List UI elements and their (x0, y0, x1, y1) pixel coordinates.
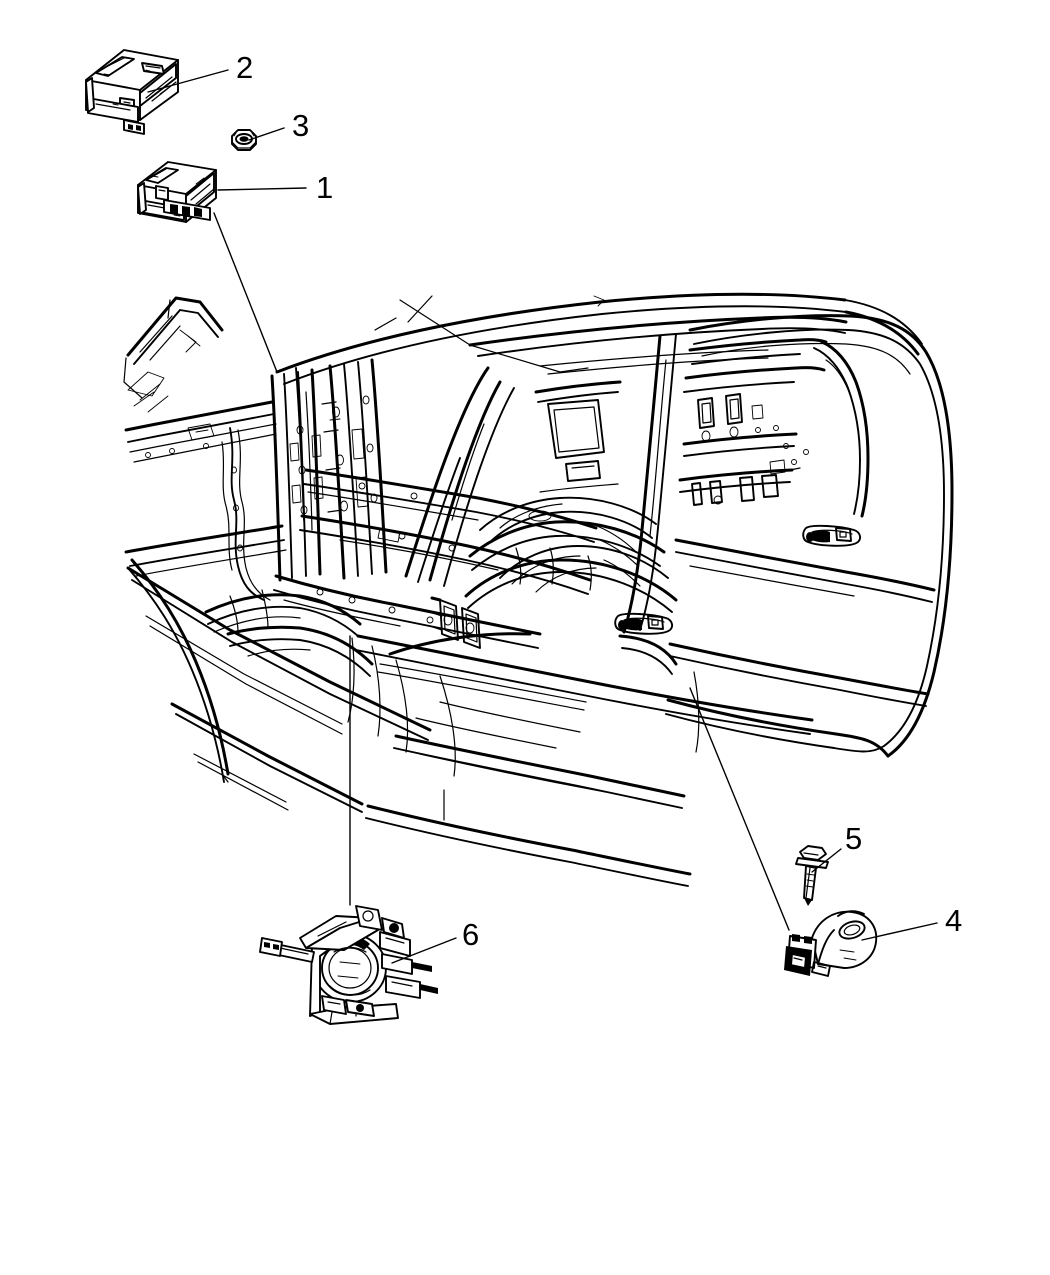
leader-lines (147, 69, 938, 964)
rear-door-handle (802, 524, 862, 547)
rear-door-outer (665, 314, 954, 758)
rocker-sill-beam (124, 524, 287, 577)
rear-seat-structure (464, 496, 678, 613)
leader-3 (248, 127, 285, 141)
b-pillar-inner-structure (270, 358, 388, 582)
roof-outer-panel (275, 292, 923, 385)
rocker-panel-long (355, 634, 814, 735)
leader-1 (217, 187, 307, 191)
section-break-lines (347, 637, 700, 821)
roof-construction-lines (374, 295, 605, 373)
front-door-handle (614, 612, 674, 635)
callout-number-3[interactable]: 3 (292, 108, 310, 143)
door-opening-reinforcement (221, 427, 271, 601)
callout-number-5[interactable]: 5 (845, 821, 863, 856)
rear-side-window-frame (813, 340, 870, 518)
leader-2 (147, 69, 229, 93)
floor-pan-edge (273, 574, 542, 649)
c-pillar (404, 366, 515, 587)
cowl-upper-beam (124, 400, 277, 463)
part-6-clockspring-assembly (259, 905, 438, 1025)
pointer-1-to-pillar (213, 212, 278, 373)
leader-6 (391, 937, 457, 964)
callout-number-4[interactable]: 4 (945, 903, 963, 938)
left-lower-body-panel (126, 558, 432, 813)
seat-base-frame (429, 596, 481, 649)
front-window-frame (534, 380, 622, 493)
leader-4 (861, 922, 938, 941)
callout-number-1[interactable]: 1 (316, 170, 334, 205)
window-divider-pillar (622, 333, 677, 634)
callout-number-6[interactable]: 6 (462, 917, 480, 952)
floor-crossmember (299, 468, 598, 595)
a-pillar-structure (123, 296, 224, 413)
cab-back-panel (678, 338, 828, 506)
vehicle-body-assembly (123, 292, 954, 887)
rocker-to-pillar-joint (204, 589, 362, 637)
part-2-airbag-control-module (85, 49, 179, 135)
part-4-side-impact-sensor (784, 910, 878, 977)
part-1-occupant-restraint-control-module (137, 161, 217, 223)
rocker-panel-front (226, 625, 374, 677)
front-door-outer (365, 612, 692, 887)
cab-floor-lines (415, 701, 581, 749)
part-5-mounting-screw (795, 845, 829, 906)
pointer-4-to-door (689, 687, 790, 931)
callout-number-2[interactable]: 2 (236, 50, 254, 85)
part-3-retaining-nut (231, 129, 257, 151)
leader-5 (811, 848, 842, 873)
